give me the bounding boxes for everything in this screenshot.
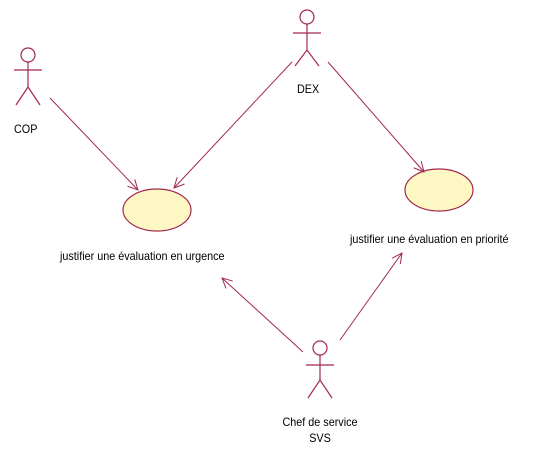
actor-dex-label: DEX — [297, 82, 320, 96]
usecase-urgence-label: justifier une évaluation en urgence — [60, 249, 225, 263]
actor-chef-label-line1: Chef de service — [282, 415, 358, 429]
association-chef-urgence — [222, 278, 304, 353]
association-dex-urgence — [174, 61, 293, 188]
association-dex-priorite — [327, 61, 424, 172]
association-cop-urgence — [49, 97, 138, 190]
usecase-priorite-ellipse[interactable] — [404, 168, 474, 212]
actor-cop-figure[interactable] — [14, 47, 42, 106]
actor-chef-label-line2: SVS — [309, 431, 331, 445]
actor-chef-figure[interactable] — [306, 340, 334, 399]
usecase-priorite-label: justifier une évaluation en priorité — [350, 232, 509, 246]
usecase-urgence-ellipse[interactable] — [122, 188, 192, 232]
actor-dex-figure[interactable] — [293, 9, 321, 67]
actor-cop-label: COP — [14, 122, 38, 136]
association-chef-priorite — [339, 253, 402, 341]
